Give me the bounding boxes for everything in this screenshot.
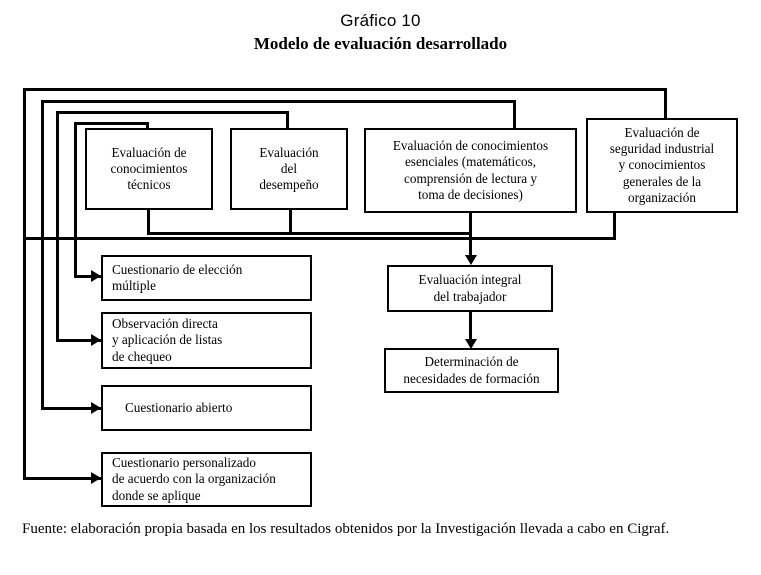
feed-h-cuestionario-abierto bbox=[41, 407, 102, 410]
box-label: Evaluación integral del trabajador bbox=[418, 272, 522, 304]
box-eval-seguridad-industrial[interactable]: Evaluación de seguridad industrial y con… bbox=[586, 118, 738, 213]
arrow-to-cuestionario-eleccion bbox=[91, 270, 101, 282]
feed-h-observacion-directa bbox=[56, 339, 102, 342]
rail-3-v-left bbox=[56, 111, 59, 340]
figure-source-caption: Fuente: elaboración propia basada en los… bbox=[22, 521, 670, 537]
box-observacion-directa[interactable]: Observación directa y aplicación de list… bbox=[101, 312, 312, 369]
box-cuestionario-eleccion-multiple[interactable]: Cuestionario de elección múltiple bbox=[101, 255, 312, 301]
box-label: Cuestionario abierto bbox=[125, 399, 233, 415]
rail-top-2-v-right bbox=[513, 100, 516, 128]
drop-eval-seguridad bbox=[613, 213, 616, 239]
figure-number-label: Gráfico 10 bbox=[340, 11, 421, 30]
arrow-to-observacion-directa bbox=[91, 334, 101, 346]
feed-h-cuestionario-personalizado bbox=[23, 477, 102, 480]
arrow-to-determinacion-necesidades bbox=[465, 339, 477, 349]
box-eval-conocimientos-esenciales[interactable]: Evaluación de conocimientos esenciales (… bbox=[364, 128, 577, 213]
drop-eval-tecnicos bbox=[147, 210, 150, 235]
box-label: Evaluación de conocimientos esenciales (… bbox=[392, 138, 549, 202]
rail-top-3-h bbox=[56, 111, 289, 114]
box-label: Evaluación de conocimientos técnicos bbox=[110, 144, 188, 193]
drop-eval-esenciales-to-integral bbox=[469, 213, 472, 257]
box-label: Cuestionario de elección múltiple bbox=[112, 261, 243, 293]
rail-4-v-left bbox=[74, 122, 77, 276]
merge-bus-upper bbox=[147, 232, 472, 235]
rail-top-4-h bbox=[74, 122, 149, 125]
drop-eval-desempeno bbox=[289, 210, 292, 235]
box-evaluacion-integral[interactable]: Evaluación integral del trabajador bbox=[387, 265, 553, 312]
feed-h-cuestionario-eleccion bbox=[74, 275, 102, 278]
rail-top-3-v-right bbox=[286, 111, 289, 128]
figure-title-block: Gráfico 10 Modelo de evaluación desarrol… bbox=[0, 10, 761, 55]
box-eval-desempeno[interactable]: Evaluación del desempeño bbox=[230, 128, 348, 210]
rail-top-outer-h bbox=[23, 88, 667, 91]
rail-top-2-h bbox=[41, 100, 516, 103]
arrow-to-cuestionario-abierto bbox=[91, 402, 101, 414]
box-label: Cuestionario personalizado de acuerdo co… bbox=[112, 455, 276, 503]
box-label: Observación directa y aplicación de list… bbox=[112, 316, 223, 364]
rail-2-v-left bbox=[41, 100, 44, 408]
merge-bus-lower bbox=[23, 237, 616, 240]
rail-top-4-v-right bbox=[146, 122, 149, 128]
arrow-to-cuestionario-personalizado bbox=[91, 472, 101, 484]
box-label: Determinación de necesidades de formació… bbox=[403, 354, 540, 386]
arrow-to-evaluacion-integral bbox=[465, 255, 477, 265]
box-determinacion-necesidades[interactable]: Determinación de necesidades de formació… bbox=[384, 348, 559, 393]
box-eval-conocimientos-tecnicos[interactable]: Evaluación de conocimientos técnicos bbox=[85, 128, 213, 210]
rail-outer-v-left bbox=[23, 88, 26, 478]
link-integral-to-determinacion bbox=[469, 312, 472, 343]
box-label: Evaluación del desempeño bbox=[259, 144, 319, 193]
rail-top-outer-v-right bbox=[664, 88, 667, 128]
box-label: Evaluación de seguridad industrial y con… bbox=[609, 124, 715, 205]
box-cuestionario-abierto[interactable]: Cuestionario abierto bbox=[101, 385, 312, 431]
box-cuestionario-personalizado[interactable]: Cuestionario personalizado de acuerdo co… bbox=[101, 452, 312, 507]
page-title: Modelo de evaluación desarrollado bbox=[253, 34, 508, 53]
